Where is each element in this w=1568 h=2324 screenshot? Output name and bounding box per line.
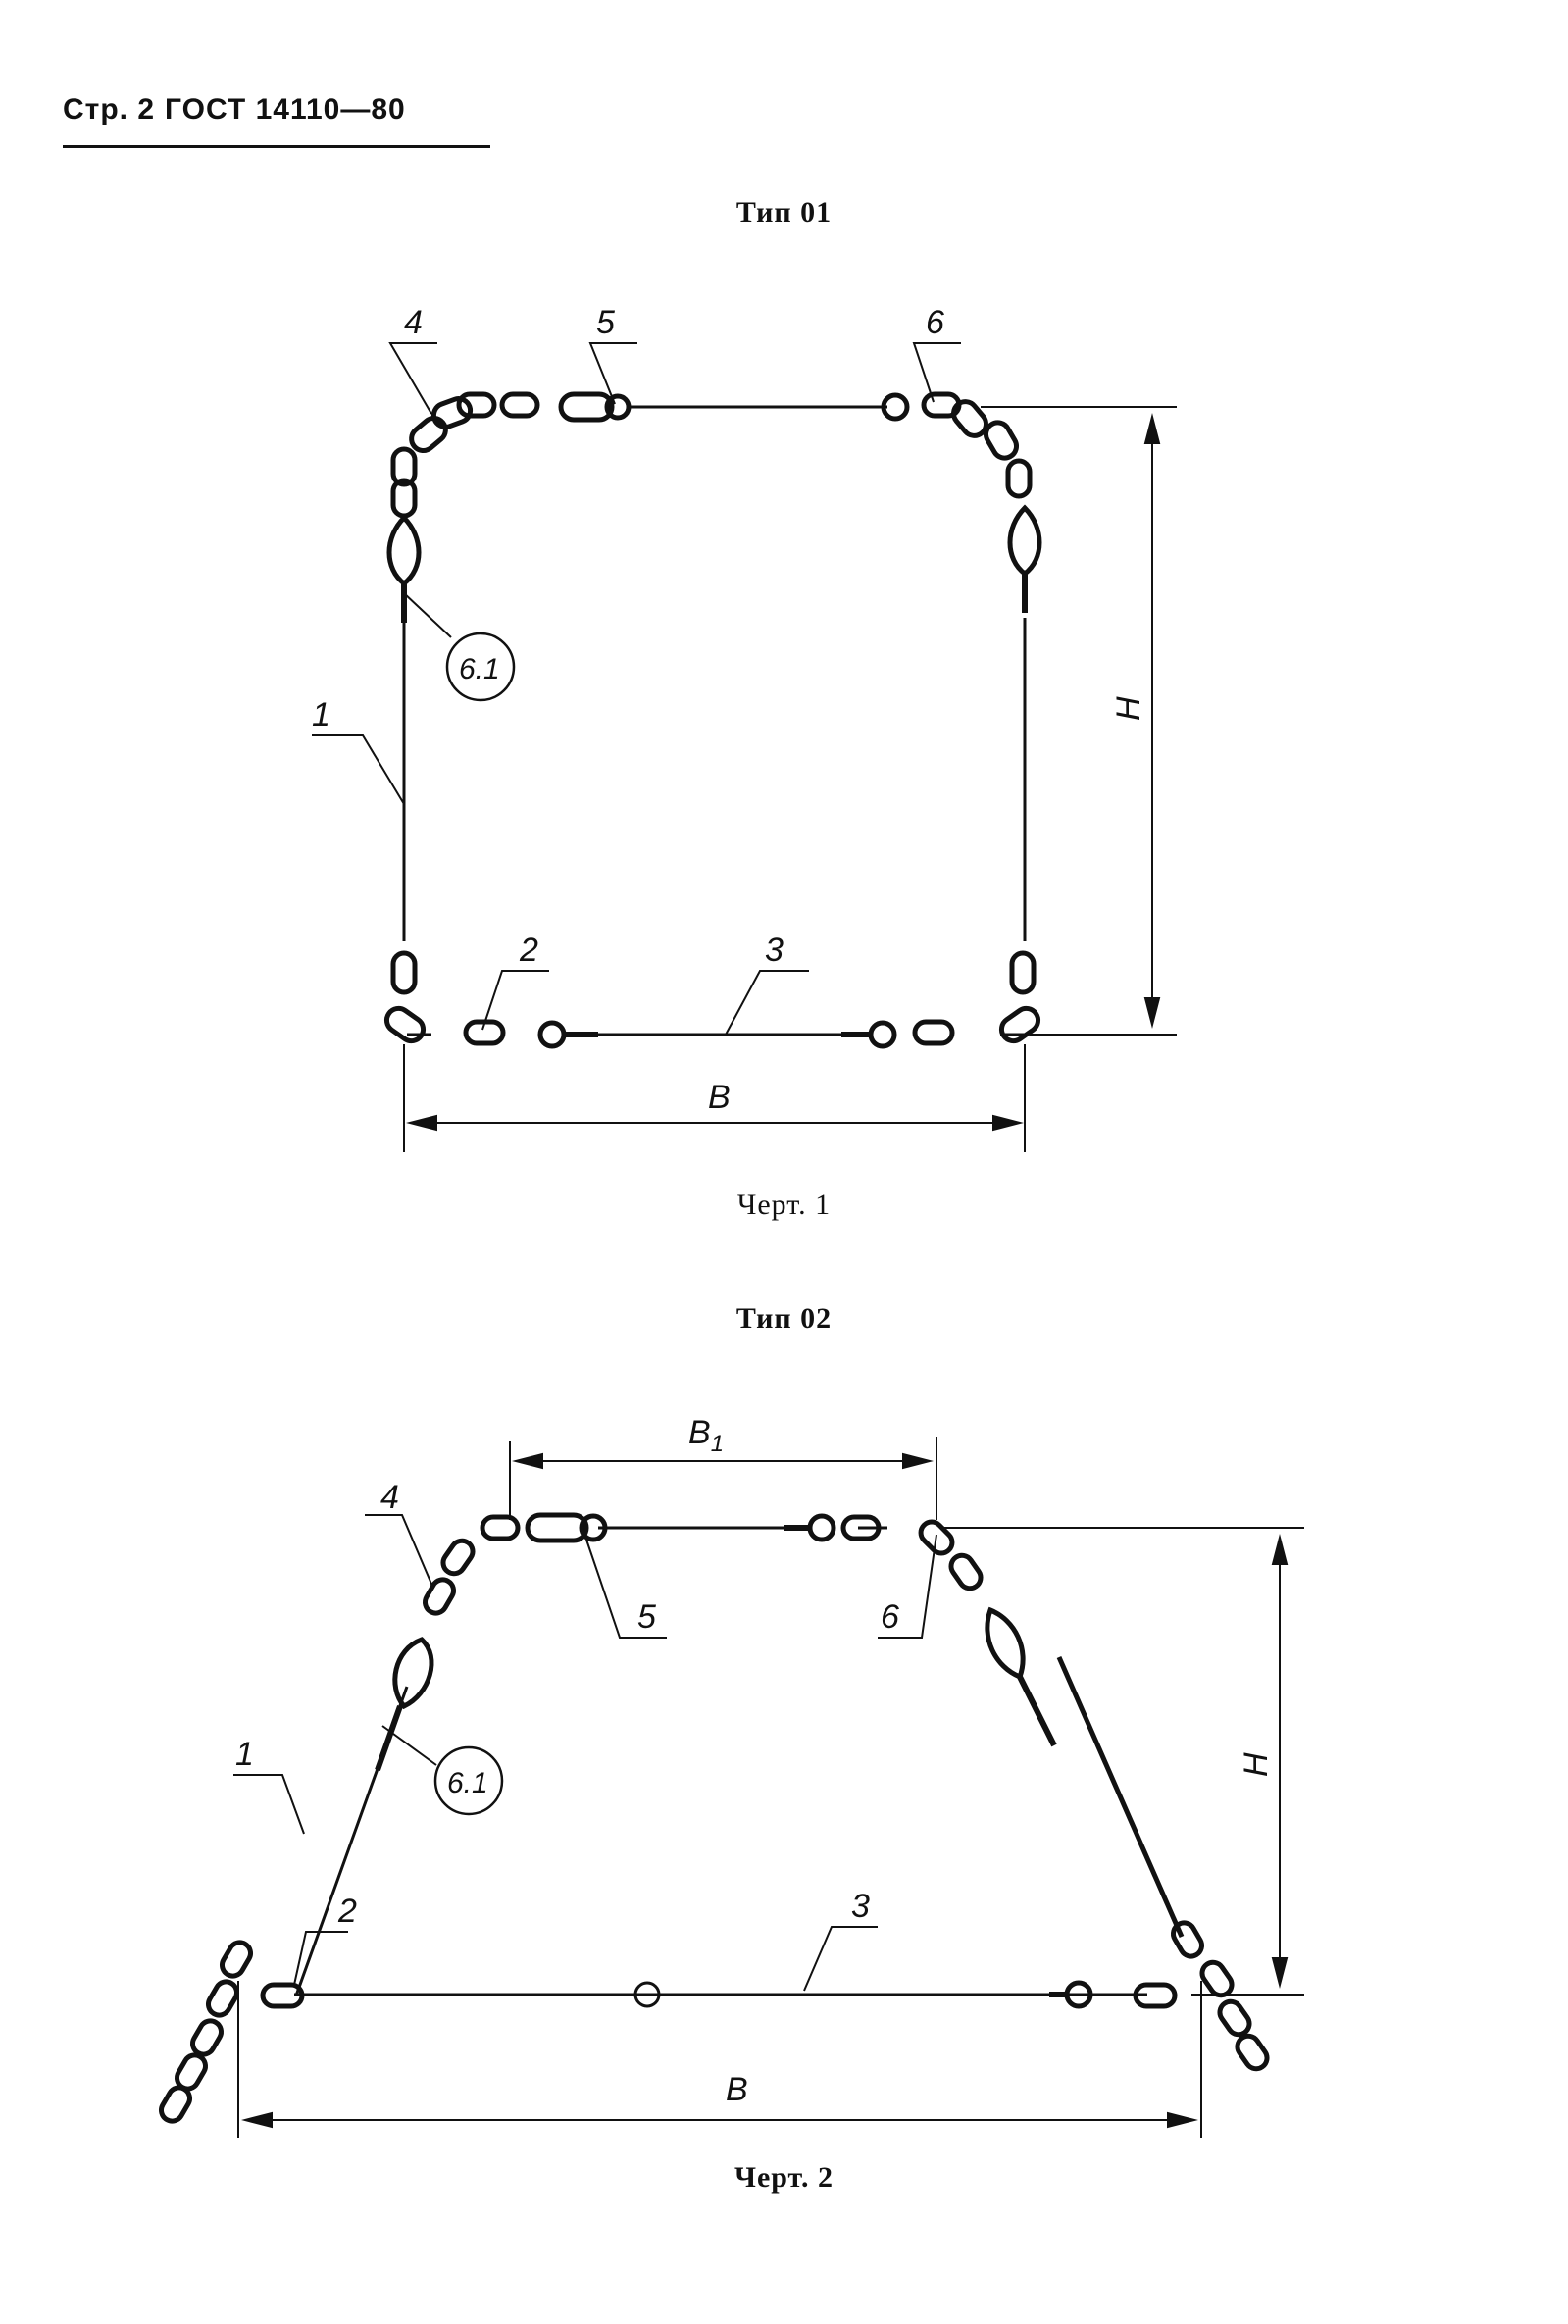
figure2-detail-label: 6.1: [447, 1767, 488, 1799]
figure1-label-6: 6: [926, 304, 944, 341]
figure1-label-3: 3: [765, 932, 784, 969]
figure2-label-3: 3: [851, 1888, 870, 1925]
figure1-caption: Черт. 1: [736, 1188, 832, 1221]
figure2-fittings: [525, 1512, 1093, 2009]
figure2-label-2: 2: [337, 1893, 357, 1930]
figure2-thimbles: [375, 1606, 1057, 1772]
figure2-drawing: B1 4 5 6 1 2 3 6.1 H B: [159, 1414, 1304, 2138]
figure2-caption: Черт. 2: [733, 2161, 835, 2194]
figure2-label-5: 5: [637, 1598, 656, 1636]
figure1-rope: [402, 405, 1027, 1036]
figure2-dim-b: B: [726, 2071, 748, 2108]
figure2-dim-b1: B1: [688, 1414, 724, 1457]
figure1-label-4: 4: [404, 304, 423, 341]
figure1-label-1: 1: [312, 696, 330, 733]
figure2-label-1: 1: [235, 1736, 254, 1773]
page-number: Стр. 2: [63, 93, 156, 126]
header-text: Стр. 2 ГОСТ 14110—80: [63, 90, 490, 129]
figure1-drawing: 4 5 6 1 2 3 6.1 H B: [312, 304, 1177, 1152]
figure1-detail-circle: [445, 632, 516, 702]
figure1-leaders: [312, 342, 961, 1036]
figure1-label-2: 2: [519, 932, 538, 969]
figure2-leaders: [233, 1514, 937, 1992]
figure1-chain-links: [383, 391, 1041, 1046]
figure2-type-label: Тип 02: [735, 1302, 833, 1335]
standard-number: ГОСТ 14110—80: [165, 93, 406, 126]
figure1-dim-b: B: [708, 1079, 731, 1116]
figure2-label-4: 4: [380, 1479, 399, 1516]
page-header: Стр. 2 ГОСТ 14110—80: [63, 90, 490, 148]
figure2-detail-circle: [433, 1745, 504, 1816]
figure2-chain-links: [159, 1514, 1270, 2124]
figure1-dimensions: [403, 406, 1177, 1152]
figure1-label-5: 5: [596, 304, 615, 341]
figure1-fittings: [537, 391, 910, 1049]
figure1-detail-label: 6.1: [459, 653, 500, 685]
figure2-dimensions: [237, 1437, 1304, 2138]
figure1-thimbles: [386, 504, 1042, 623]
figure1-type-label: Тип 01: [735, 196, 833, 228]
figure2-label-6: 6: [881, 1598, 899, 1636]
figure2-dim-h: H: [1238, 1752, 1275, 1777]
figure1-dim-h: H: [1110, 696, 1147, 721]
